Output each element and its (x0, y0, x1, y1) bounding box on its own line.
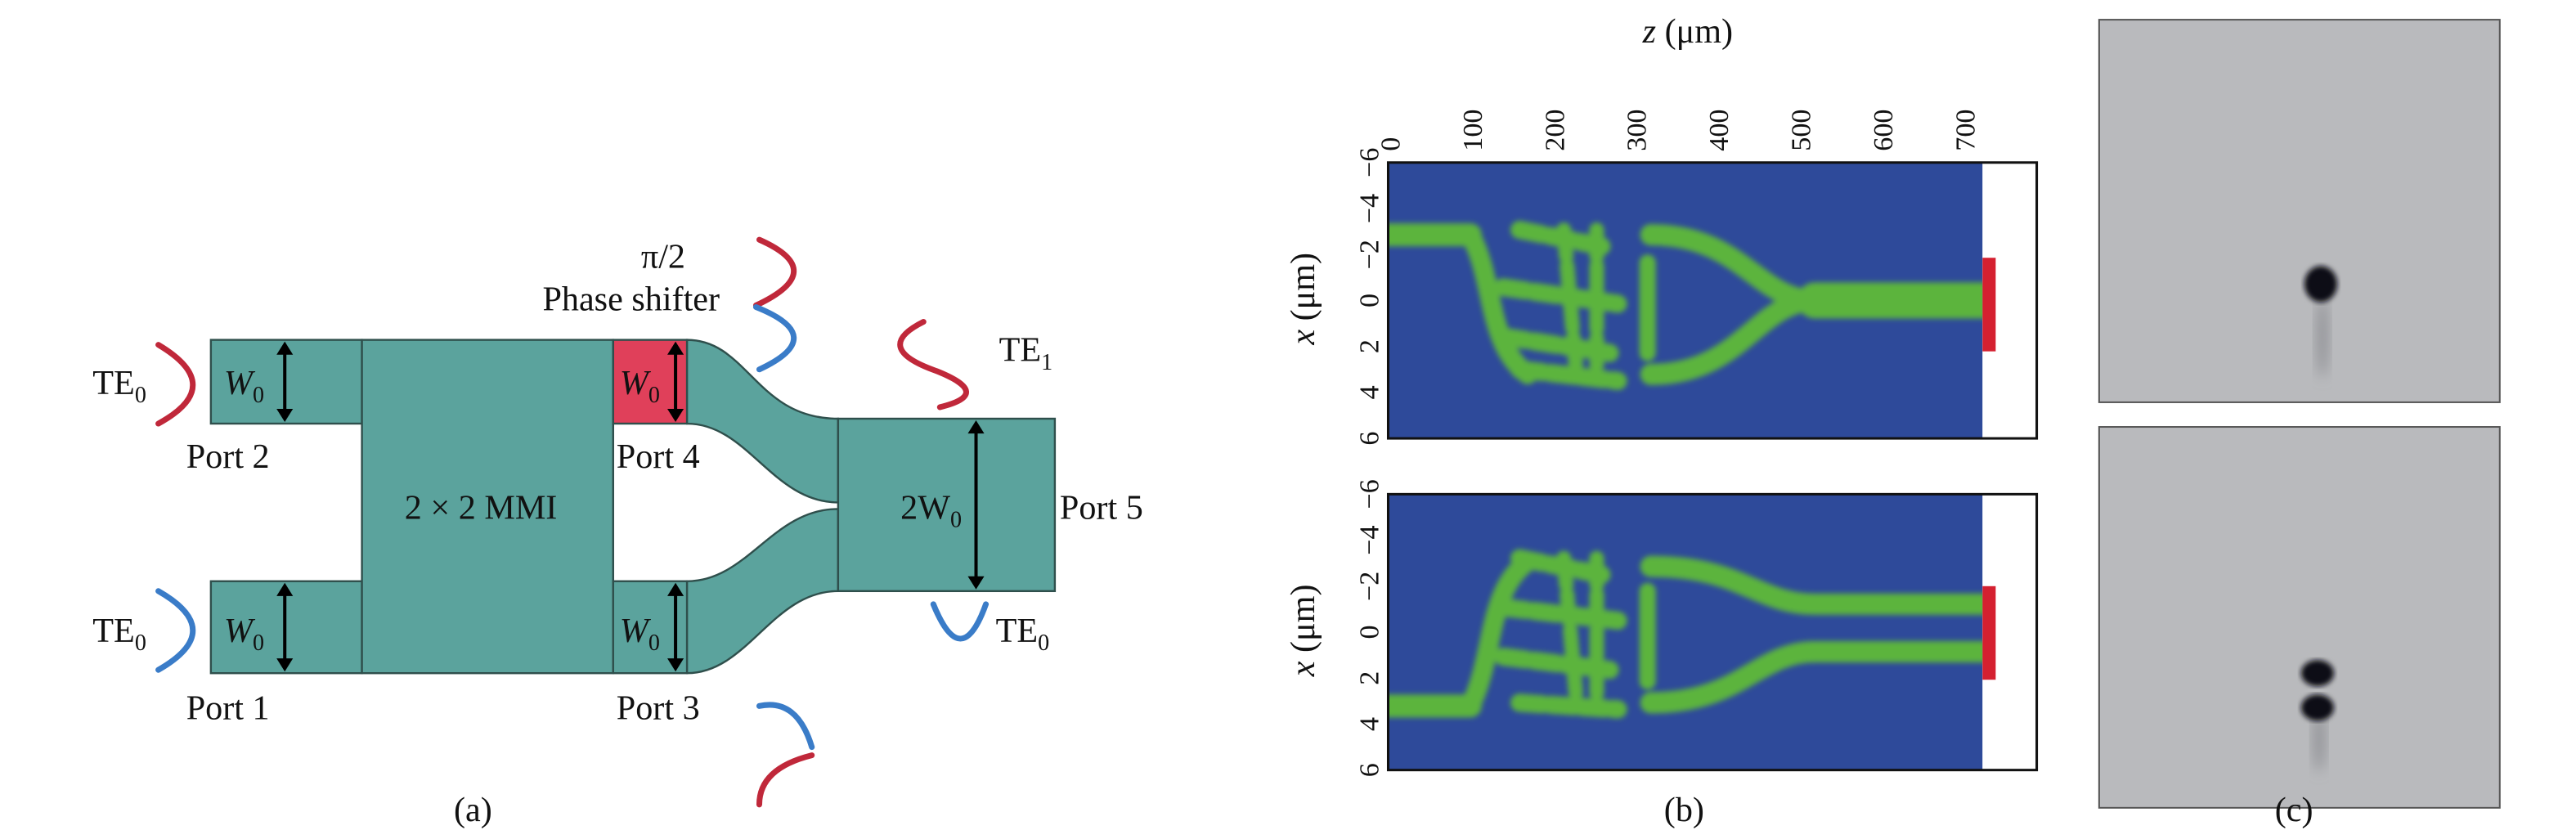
x-tick-label: 0 (1354, 625, 1384, 639)
te1-label: TE1 (999, 331, 1053, 375)
lower-s-bend (685, 508, 840, 675)
port4-label: Port 4 (617, 437, 700, 476)
w0-label-port1: W0 (224, 612, 264, 656)
te0-label-port1: TE0 (92, 612, 146, 656)
camera-image-te1 (2098, 19, 2501, 403)
field-map-te1 (1386, 161, 2039, 440)
x-tick-label: 4 (1354, 385, 1384, 399)
mmi-2x2 (361, 339, 614, 675)
te0-label-output: TE0 (996, 612, 1050, 656)
spot-icon (2300, 660, 2334, 687)
z-tick-label: 400 (1704, 110, 1735, 151)
output-marker (1982, 586, 1996, 680)
z-tick-label: 100 (1458, 110, 1488, 151)
z-tick-label: 700 (1950, 110, 1981, 151)
x-tick-labels-bottom: −6 −4 −2 0 2 4 6 (1354, 479, 1384, 777)
w0-label-port3: W0 (620, 612, 660, 656)
z-axis-label: z (μm) (1642, 12, 1733, 51)
x-tick-label: −6 (1354, 148, 1384, 177)
phase-shifter-label: Phase shifter (542, 280, 720, 318)
port5-label: Port 5 (1060, 488, 1143, 527)
caption-c: (c) (2275, 791, 2313, 829)
port2-label: Port 2 (186, 437, 270, 476)
panel-c-camera-images: (c) (2098, 19, 2501, 829)
te0-label-port2: TE0 (92, 364, 146, 408)
x-tick-label: 0 (1354, 294, 1384, 307)
x-tick-labels-top: −6 −4 −2 0 2 4 6 (1354, 148, 1384, 446)
field-map-te0 (1386, 492, 2039, 772)
w0-label-port2: W0 (224, 364, 264, 408)
width-arrow-icon (276, 341, 985, 672)
x-tick-label: 2 (1354, 671, 1384, 685)
caption-b: (b) (1664, 791, 1704, 829)
z-tick-labels: 0 100 200 300 400 500 600 700 (1376, 110, 1981, 174)
mmi-label: 2 × 2 MMI (405, 488, 558, 527)
z-tick-label: 300 (1622, 110, 1653, 151)
camera-image-te0 (2098, 426, 2501, 809)
x-tick-label: −4 (1354, 194, 1384, 223)
x-tick-label: −2 (1354, 572, 1384, 601)
caption-a: (a) (454, 791, 492, 829)
spot-icon (2304, 266, 2338, 303)
x-tick-label: 2 (1354, 339, 1384, 353)
z-tick-label: 600 (1869, 110, 1899, 151)
port5-waveguide (837, 417, 1057, 593)
output-marker (1982, 258, 1996, 352)
phase-value-label: π/2 (641, 237, 685, 276)
port1-label: Port 1 (186, 689, 270, 727)
z-tick-label: 200 (1540, 110, 1570, 151)
x-tick-label: −4 (1354, 525, 1384, 554)
upper-s-bend (685, 339, 840, 504)
x-tick-label: 4 (1354, 717, 1384, 731)
w0-label-port4: W0 (620, 364, 660, 408)
two-w0-label: 2W0 (900, 488, 962, 532)
x-axis-label-top: x (μm) (1284, 253, 1322, 346)
x-tick-label: 6 (1354, 763, 1384, 777)
x-tick-label: −2 (1354, 240, 1384, 269)
z-tick-label: 0 (1376, 137, 1407, 151)
x-tick-label: −6 (1354, 479, 1384, 509)
x-tick-label: 6 (1354, 432, 1384, 446)
mode-profile-icons (155, 236, 990, 808)
x-axis-label-bottom: x (μm) (1284, 584, 1322, 677)
z-tick-label: 500 (1786, 110, 1816, 151)
port3-label: Port 3 (617, 689, 700, 727)
panel-a-device-schematic: W0 W0 W0 W0 2W0 2 × 2 MMI Port 2 Port 1 … (92, 236, 1143, 829)
spot-icon (2300, 694, 2334, 721)
